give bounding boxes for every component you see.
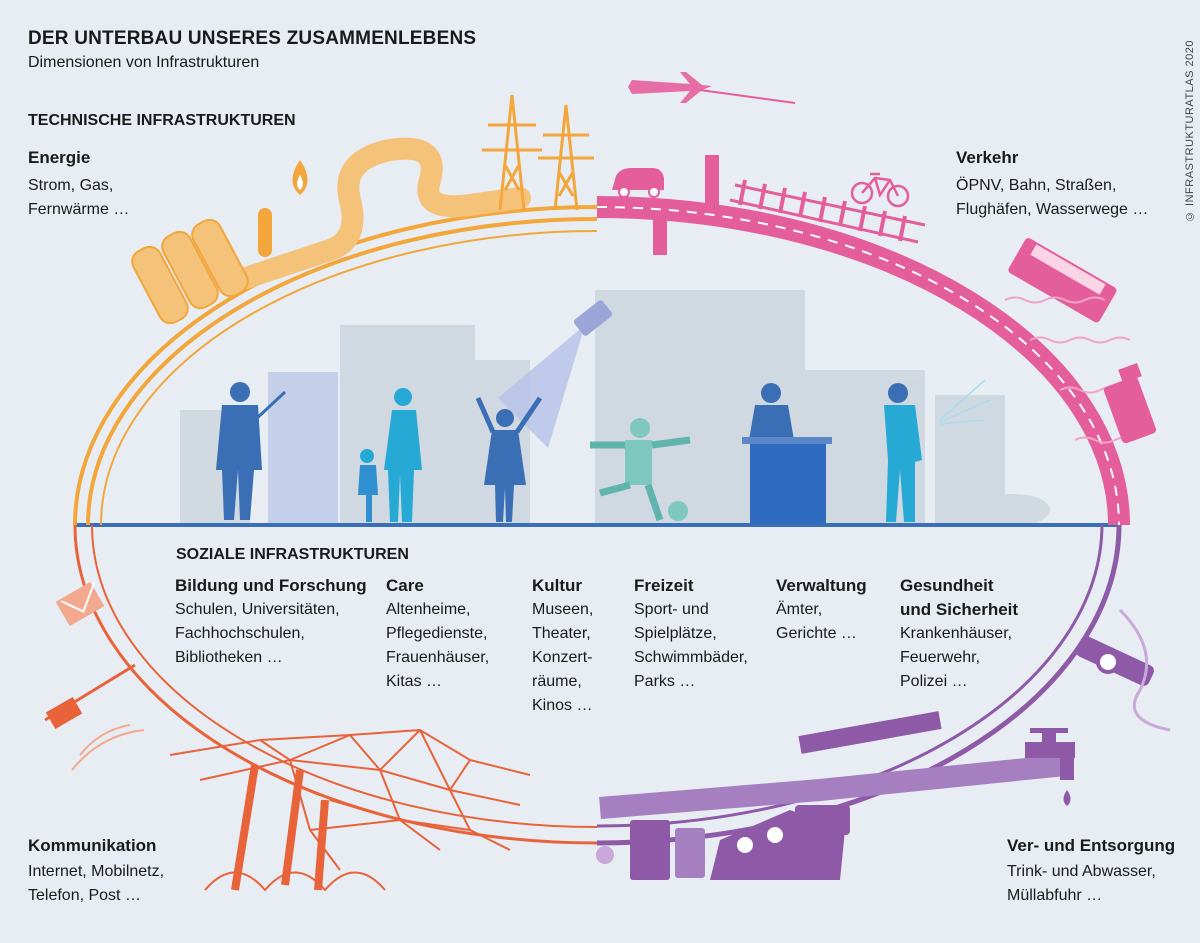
care-title: Care xyxy=(386,576,424,595)
gas-tanks-icon xyxy=(131,218,249,325)
verwaltung-body: Ämter, Gerichte … xyxy=(776,601,857,642)
freizeit-body: Sport- und Spielplätze, Schwimmbäder, Pa… xyxy=(634,601,748,690)
mother-child-figures xyxy=(358,388,422,522)
kommunikation-body: Internet, Mobilnetz, Telefon, Post … xyxy=(28,863,165,904)
social-heading: SOZIALE INFRASTRUKTUREN xyxy=(176,546,409,563)
energie-title: Energie xyxy=(28,148,91,167)
care-body: Altenheime, Pflegedienste, Frauenhäuser,… xyxy=(386,601,490,690)
pylon-icon xyxy=(482,94,594,211)
verkehr-title: Verkehr xyxy=(956,148,1019,167)
verkehr-body: ÖPNV, Bahn, Straßen, Flughäfen, Wasserwe… xyxy=(956,177,1149,218)
railway-icon xyxy=(729,179,926,244)
envelope-icon xyxy=(55,581,105,627)
gas-pipe-icon xyxy=(229,137,531,291)
kommunikation-title: Kommunikation xyxy=(28,836,157,855)
technical-heading: TECHNISCHE INFRASTRUKTUREN xyxy=(28,112,296,129)
versorgung-body: Trink- und Abwasser, Müllabfuhr … xyxy=(1007,863,1156,904)
network-mesh xyxy=(169,728,531,871)
bildung-title: Bildung und Forschung xyxy=(175,576,367,595)
cable-arches xyxy=(204,871,386,892)
spotlight-icon xyxy=(498,300,613,448)
versorgung-title: Ver- und Entsorgung xyxy=(1007,836,1176,855)
traffic-arc xyxy=(596,196,1130,526)
road-crossing xyxy=(653,155,719,255)
cable-poles-icon xyxy=(231,764,329,891)
antenna-icon xyxy=(44,663,145,771)
garbage-truck-icon xyxy=(596,805,850,880)
kultur-title: Kultur xyxy=(532,576,583,595)
bildung-body: Schulen, Universitäten, Fachhochschulen,… xyxy=(175,601,340,666)
waste-pipe xyxy=(798,711,942,754)
verwaltung-title: Verwaltung xyxy=(776,576,867,595)
energy-arc xyxy=(73,205,598,526)
water-pipe xyxy=(599,754,1067,819)
judge-figure xyxy=(742,383,832,524)
page-subtitle: Dimensionen von Infrastrukturen xyxy=(28,54,260,71)
airplane-icon xyxy=(628,72,796,104)
teacher-figure xyxy=(216,382,287,520)
sewer-pipe-icon xyxy=(1076,608,1171,732)
ship-icon xyxy=(1103,363,1157,444)
kultur-body: Museen, Theater, Konzert- räume, Kinos … xyxy=(532,601,594,714)
energie-body: Strom, Gas, Fernwärme … xyxy=(28,177,130,218)
child-arms-up-figure xyxy=(475,396,543,522)
communication-arc xyxy=(73,524,598,845)
water-tap-icon xyxy=(1025,728,1075,806)
supply-arc xyxy=(596,524,1122,846)
car-icon xyxy=(612,168,664,198)
bicycle-icon xyxy=(850,172,910,208)
page-title: DER UNTERBAU UNSERES ZUSAMMENLEBENS xyxy=(28,28,477,49)
credit-text: © INFRASTRUKTURATLAS 2020 xyxy=(1184,40,1196,223)
firefighter-figure xyxy=(884,379,991,522)
gesundheit-body: Krankenhäuser, Feuerwehr, Polizei … xyxy=(900,625,1013,690)
flame-icon xyxy=(292,160,308,195)
freizeit-title: Freizeit xyxy=(634,576,694,595)
football-player-figure xyxy=(590,418,691,522)
bus-icon xyxy=(1008,238,1117,323)
gesundheit-title: Gesundheit und Sicherheit xyxy=(900,576,1019,619)
